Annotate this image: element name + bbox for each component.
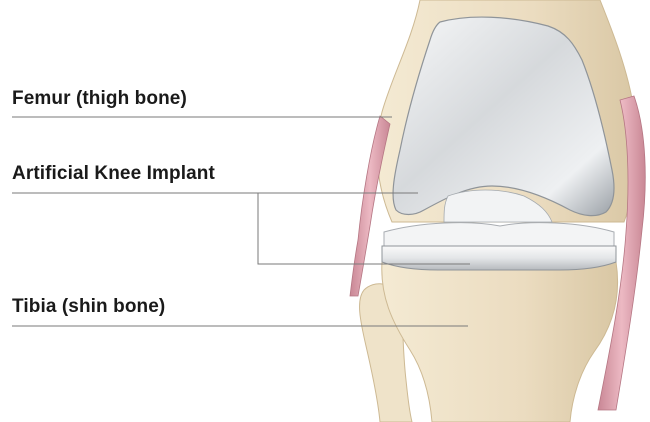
femur-label: Femur (thigh bone) bbox=[12, 88, 187, 110]
tibia-bone bbox=[382, 262, 618, 422]
tibia-label: Tibia (shin bone) bbox=[12, 296, 165, 318]
tibial-tray bbox=[382, 246, 616, 270]
implant-label: Artificial Knee Implant bbox=[12, 163, 215, 185]
polyethylene-insert bbox=[384, 223, 614, 248]
